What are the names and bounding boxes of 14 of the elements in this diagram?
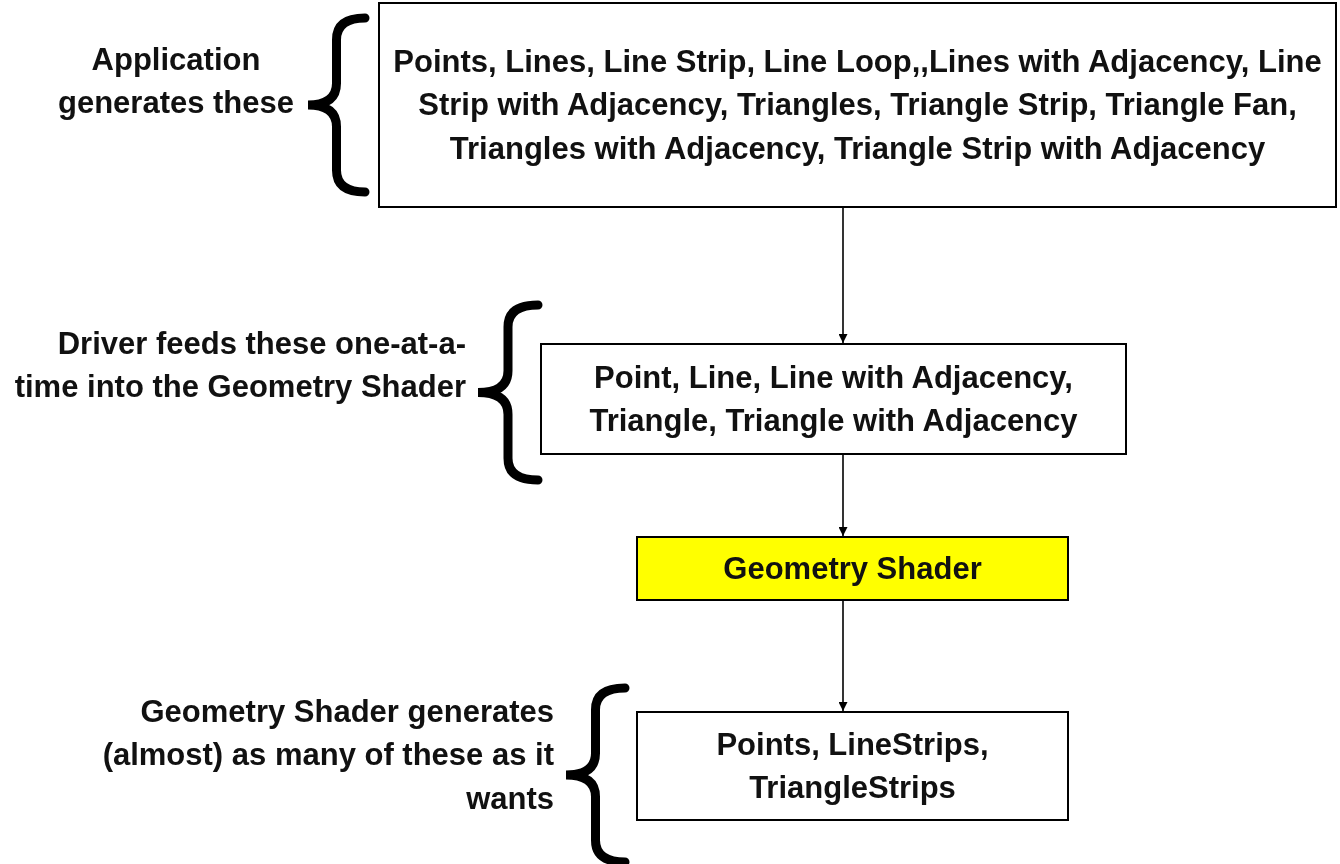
node-text: Points, LineStrips, TriangleStrips (715, 725, 990, 807)
node-text: Points, Lines, Line Strip, Line Loop,,Lines with Adjacency, Line Strip with Adjacency, Triangles, Triangle Strip, Triangle Fan, Triangles with Adjacency, Triangle Strip with Adjacency (392, 42, 1323, 168)
arrow (838, 600, 848, 712)
annotation-text: Application generates these (56, 41, 296, 123)
process-box (636, 536, 1069, 601)
process-box (540, 343, 1127, 455)
node-text: Point, Line, Line with Adjacency, Triangle, Triangle with Adjacency (588, 358, 1079, 440)
node-text: Geometry Shader (723, 549, 982, 588)
arrow (838, 207, 848, 344)
annotation-text: Driver feeds these one-at-a-time into the Geometry Shader (13, 325, 466, 407)
process-box (378, 2, 1337, 208)
annotation-text: Geometry Shader generates (almost) as many of these as it wants (101, 693, 554, 818)
arrow (838, 454, 848, 537)
process-box (636, 711, 1069, 821)
